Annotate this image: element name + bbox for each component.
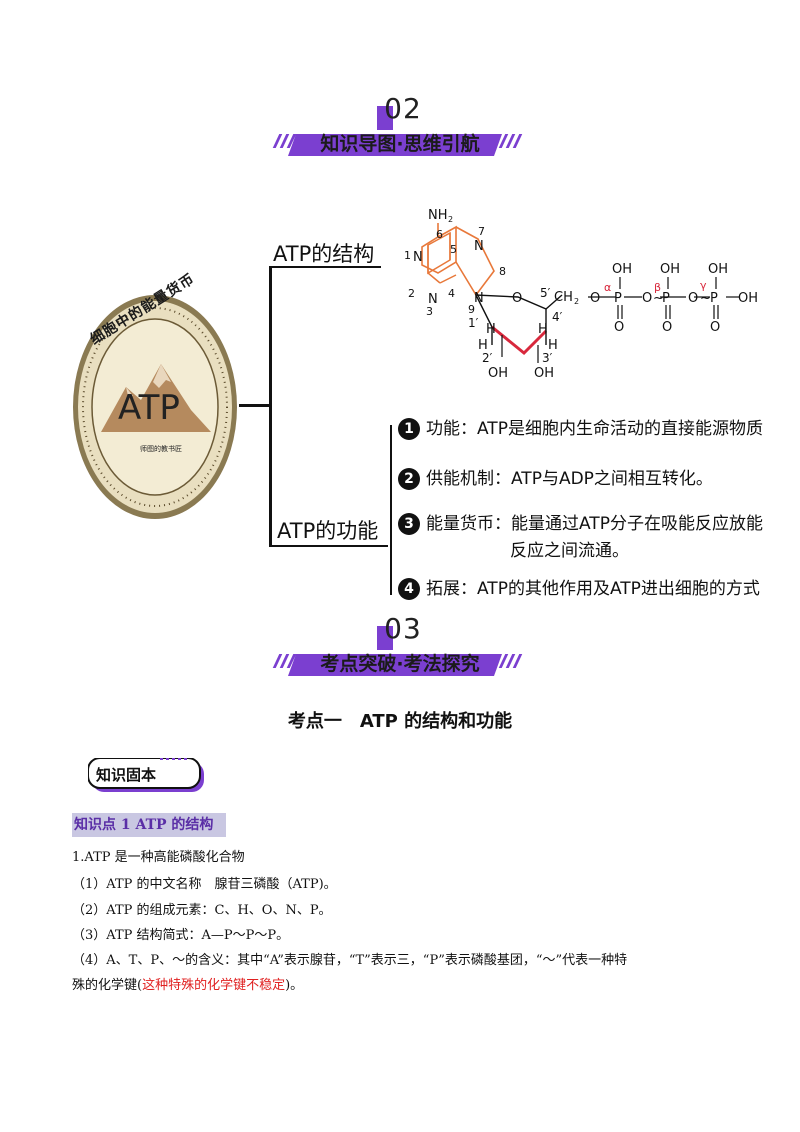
connector-function	[269, 545, 388, 547]
function-item-1: 1 功能：ATP是细胞内生命活动的直接能源物质	[398, 417, 763, 441]
svg-text:O: O	[662, 320, 672, 335]
svg-text:6: 6	[436, 228, 443, 241]
section-number: 03	[373, 612, 433, 652]
svg-text:8: 8	[499, 265, 506, 278]
svg-text:5′: 5′	[540, 286, 551, 300]
function-text: 供能机制：ATP与ADP之间相互转化。	[426, 469, 713, 489]
number-badge: 4	[398, 578, 420, 600]
branch-structure: ATP的结构	[273, 242, 375, 266]
svg-text:OH: OH	[660, 262, 680, 277]
function-item-4: 4 拓展：ATP的其他作用及ATP进出细胞的方式	[398, 577, 760, 601]
svg-text:1: 1	[404, 249, 411, 262]
text-line-6a: 殊的化学键(	[72, 978, 143, 993]
svg-text:N: N	[413, 250, 423, 265]
svg-text:5: 5	[450, 243, 457, 256]
svg-text:β: β	[654, 281, 661, 294]
highlight-red-text: 这种特殊的化学键不稳定	[142, 978, 286, 993]
svg-text:P: P	[662, 291, 670, 306]
text-line-6b: )。	[285, 978, 304, 993]
connector-func-bracket	[390, 425, 392, 595]
function-item-3: 3 能量货币：能量通过ATP分子在吸能反应放能	[398, 512, 763, 536]
svg-text:2′: 2′	[482, 351, 493, 365]
function-text-cont: 反应之间流通。	[510, 541, 629, 561]
function-item-2: 2 供能机制：ATP与ADP之间相互转化。	[398, 467, 713, 491]
section-number-text: 02	[384, 92, 422, 125]
svg-text:O: O	[512, 291, 522, 306]
svg-text:2: 2	[574, 297, 579, 306]
knowledge-label-box	[88, 758, 204, 792]
text-line-3: （2）ATP 的组成元素：C、H、O、N、P。	[72, 903, 332, 918]
section-number: 02	[373, 92, 433, 132]
knowledge-point-title: 知识点 1 ATP 的结构	[72, 813, 226, 837]
text-line-4: （3）ATP 结构简式：A—P～P～P。	[72, 928, 290, 943]
function-text: 拓展：ATP的其他作用及ATP进出细胞的方式	[426, 579, 760, 599]
banner-title: 考点突破·考法探究	[320, 653, 480, 675]
svg-text:O: O	[688, 291, 698, 306]
svg-text:CH: CH	[554, 290, 573, 305]
svg-text:H: H	[486, 322, 496, 337]
svg-text:N: N	[474, 291, 484, 306]
svg-text:H: H	[538, 322, 548, 337]
function-text: 功能：ATP是细胞内生命活动的直接能源物质	[426, 419, 763, 439]
number-badge: 2	[398, 468, 420, 490]
svg-text:2: 2	[408, 287, 415, 300]
banner-02: 02 知识导图·思维引航	[0, 92, 800, 162]
svg-text:4′: 4′	[552, 310, 563, 324]
coin-bottom-text: 师图的教书匠	[140, 445, 182, 453]
svg-text:O: O	[710, 320, 720, 335]
svg-text:3: 3	[426, 305, 433, 318]
svg-text:3′: 3′	[542, 351, 553, 365]
coin-atp-text: ATP	[118, 388, 180, 428]
svg-text:OH: OH	[488, 366, 508, 381]
number-badge: 1	[398, 418, 420, 440]
svg-text:OH: OH	[612, 262, 632, 277]
svg-text:OH: OH	[708, 262, 728, 277]
svg-text:γ: γ	[700, 279, 707, 292]
svg-text:O: O	[614, 320, 624, 335]
svg-text:O: O	[590, 291, 600, 306]
svg-text:OH: OH	[738, 291, 758, 306]
number-badge: 3	[398, 513, 420, 535]
svg-text:P: P	[614, 291, 622, 306]
text-line-5: （4）A、T、P、～的含义：其中“A”表示腺苷，“T”表示三，“P”表示磷酸基团…	[72, 953, 628, 968]
svg-text:α: α	[604, 281, 611, 294]
connector-root	[239, 404, 270, 407]
svg-text:~: ~	[700, 291, 711, 306]
svg-text:9: 9	[468, 303, 475, 316]
svg-text:OH: OH	[534, 366, 554, 381]
text-line-6: 殊的化学键(这种特殊的化学键不稳定)。	[72, 974, 303, 993]
svg-text:P: P	[710, 291, 718, 306]
svg-text:7: 7	[478, 225, 485, 238]
section-number-text: 03	[384, 612, 422, 645]
banner-03: 03 考点突破·考法探究	[0, 612, 800, 682]
connector-vertical	[269, 266, 272, 547]
function-item-3-cont: 反应之间流通。	[510, 539, 629, 563]
svg-text:1′: 1′	[468, 316, 479, 330]
branch-function: ATP的功能	[277, 519, 379, 543]
function-text: 能量货币：能量通过ATP分子在吸能反应放能	[426, 514, 763, 534]
section-heading: 考点一 ATP 的结构和功能	[287, 711, 513, 732]
svg-text:~: ~	[653, 291, 664, 306]
svg-text:NH: NH	[428, 208, 448, 223]
knowledge-label: 知识固本	[96, 766, 157, 784]
svg-text:4: 4	[448, 287, 455, 300]
text-line-2: （1）ATP 的中文名称 腺苷三磷酸（ATP)。	[72, 877, 337, 892]
svg-text:H: H	[548, 338, 558, 353]
connector-structure	[269, 266, 381, 268]
svg-text:N: N	[428, 292, 438, 307]
svg-text:2: 2	[448, 215, 453, 224]
svg-text:N: N	[474, 239, 484, 254]
svg-text:O: O	[642, 291, 652, 306]
atp-coin-image	[73, 295, 237, 519]
svg-text:H: H	[478, 338, 488, 353]
text-line-1: 1.ATP 是一种高能磷酸化合物	[72, 850, 245, 865]
banner-title: 知识导图·思维引航	[320, 133, 480, 155]
